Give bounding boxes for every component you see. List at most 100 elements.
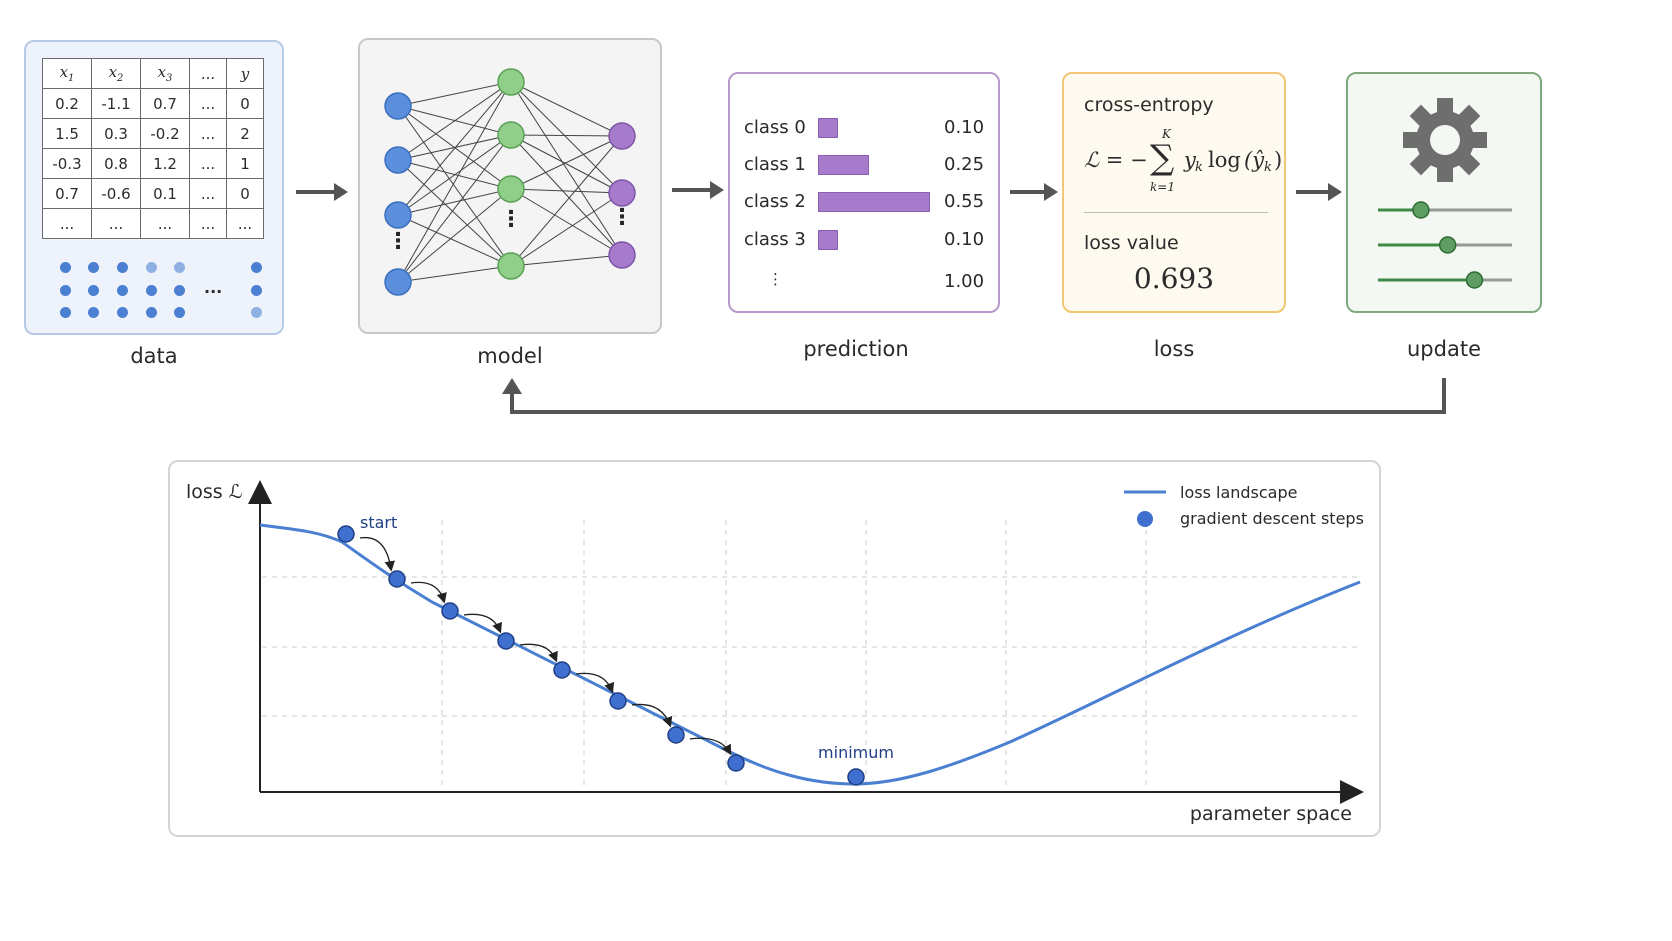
step-arrow xyxy=(689,737,732,756)
connection-line xyxy=(510,134,623,256)
dots-ellipsis: ... xyxy=(204,278,223,297)
table-cell: -0.3 xyxy=(42,148,92,179)
data-table: x1 x2 x3 ... y 0.2 -1.1 0.7 ... 0 1.5 0.… xyxy=(42,58,264,239)
x-axis-label: parameter space xyxy=(1190,803,1352,825)
input-node xyxy=(384,201,412,229)
table-cell: ... xyxy=(189,88,227,119)
connection-line xyxy=(510,134,623,194)
connection-line xyxy=(510,135,623,190)
legend-entry: loss landscape xyxy=(1180,483,1297,502)
legend-dot-icon xyxy=(1137,511,1153,527)
update-panel xyxy=(1346,72,1542,313)
hidden-node xyxy=(497,68,525,96)
slider-handle[interactable] xyxy=(1412,201,1430,219)
connection-line xyxy=(510,81,623,256)
loss-value: 0.693 xyxy=(1133,262,1215,295)
input-node xyxy=(384,146,412,174)
table-row: 0.2 -1.1 0.7 ... 0 xyxy=(42,88,264,119)
step-arrow xyxy=(410,581,447,604)
table-row: 1.5 0.3 -0.2 ... 2 xyxy=(42,118,264,149)
start-point xyxy=(337,525,355,543)
connection-line xyxy=(397,81,512,107)
probability-bar xyxy=(818,155,869,175)
formula-upper-limit: K xyxy=(1162,127,1171,141)
formula-close: ) xyxy=(1274,148,1283,172)
table-cell: 1 xyxy=(226,148,264,179)
y-axis-label: loss ℒ xyxy=(186,481,242,503)
step-arrow xyxy=(463,613,502,634)
connection-line xyxy=(510,134,623,137)
table-cell: 0.1 xyxy=(140,178,190,209)
loss-landscape-chart-panel: loss ℒ parameter space start minimum los… xyxy=(168,460,1381,837)
neural-network-diagram: ⋮⋮⋮ xyxy=(384,68,636,296)
table-cell: 0.8 xyxy=(91,148,141,179)
arrow-right-icon xyxy=(1010,183,1058,201)
class-label: class 2 xyxy=(744,191,806,212)
gradient-step-point xyxy=(609,692,627,710)
data-point xyxy=(251,307,262,318)
data-point xyxy=(88,307,99,318)
table-cell: ... xyxy=(189,118,227,149)
loss-value-label: loss value xyxy=(1084,232,1179,254)
probability-value: 0.25 xyxy=(944,154,985,175)
gradient-steps xyxy=(337,525,865,786)
table-cell: -0.6 xyxy=(91,178,141,209)
stage-label-update: update xyxy=(1407,337,1481,361)
formula-lhs: ℒ = − xyxy=(1084,148,1148,172)
class-ellipsis: ⋮ xyxy=(768,270,783,288)
column-header: x3 xyxy=(140,58,190,89)
table-cell: 0.7 xyxy=(140,88,190,119)
column-header: x1 xyxy=(42,58,92,89)
input-node xyxy=(384,268,412,296)
probability-bar xyxy=(818,118,838,138)
input-node xyxy=(384,92,412,120)
loss-panel: cross-entropy ℒ = − K ∑ k=1 y k log (ŷ k… xyxy=(1062,72,1286,313)
table-cell: 1.2 xyxy=(140,148,190,179)
connection-line xyxy=(397,188,512,283)
column-header: y xyxy=(226,58,264,89)
stage-label-data: data xyxy=(130,344,178,368)
connection-line xyxy=(397,134,512,283)
data-point xyxy=(251,285,262,296)
data-point xyxy=(117,262,128,273)
hidden-node xyxy=(497,252,525,280)
step-arrows xyxy=(359,536,732,756)
legend: loss landscape gradient descent steps xyxy=(1124,483,1364,528)
data-point xyxy=(117,307,128,318)
update-controls xyxy=(1378,98,1512,289)
loss-title: cross-entropy xyxy=(1084,94,1214,116)
slider-handle[interactable] xyxy=(1438,236,1457,254)
data-point xyxy=(146,285,157,296)
ellipsis-text: ⋮ xyxy=(387,229,409,254)
connection-line xyxy=(397,105,512,267)
data-point xyxy=(88,262,99,273)
connection-line xyxy=(510,188,623,194)
table-row: ... ... ... ... ... xyxy=(42,208,264,239)
gradient-step-point xyxy=(388,570,406,588)
connection-line xyxy=(510,254,623,267)
minimum-annotation: minimum xyxy=(818,743,894,762)
table-cell: ... xyxy=(189,208,227,239)
class-label: class 3 xyxy=(744,229,806,250)
connection-line xyxy=(510,135,623,267)
connection-line xyxy=(397,265,512,283)
cross-entropy-formula: ℒ = − K ∑ k=1 y k log (ŷ k ) xyxy=(1084,127,1284,198)
slider-handle[interactable] xyxy=(1465,271,1484,289)
arrow-right-icon xyxy=(672,181,724,199)
class-label: class 0 xyxy=(744,117,806,138)
formula-sum: ∑ xyxy=(1150,138,1175,178)
table-cell: ... xyxy=(189,178,227,209)
table-row: -0.3 0.8 1.2 ... 1 xyxy=(42,148,264,179)
model-panel: ⋮⋮⋮ xyxy=(358,38,662,334)
table-cell: ... xyxy=(91,208,141,239)
ellipsis-text: ⋮ xyxy=(611,205,633,230)
connection-line xyxy=(397,188,512,216)
loss-landscape-chart: loss ℒ parameter space start minimum los… xyxy=(186,480,1364,825)
data-point xyxy=(60,285,71,296)
stage-label-prediction: prediction xyxy=(803,337,909,361)
gradient-step-point xyxy=(497,632,515,650)
probability-total: 1.00 xyxy=(944,271,985,292)
formula-arg-subscript: k xyxy=(1264,160,1272,175)
table-cell: ... xyxy=(140,208,190,239)
connection-line xyxy=(510,81,623,194)
